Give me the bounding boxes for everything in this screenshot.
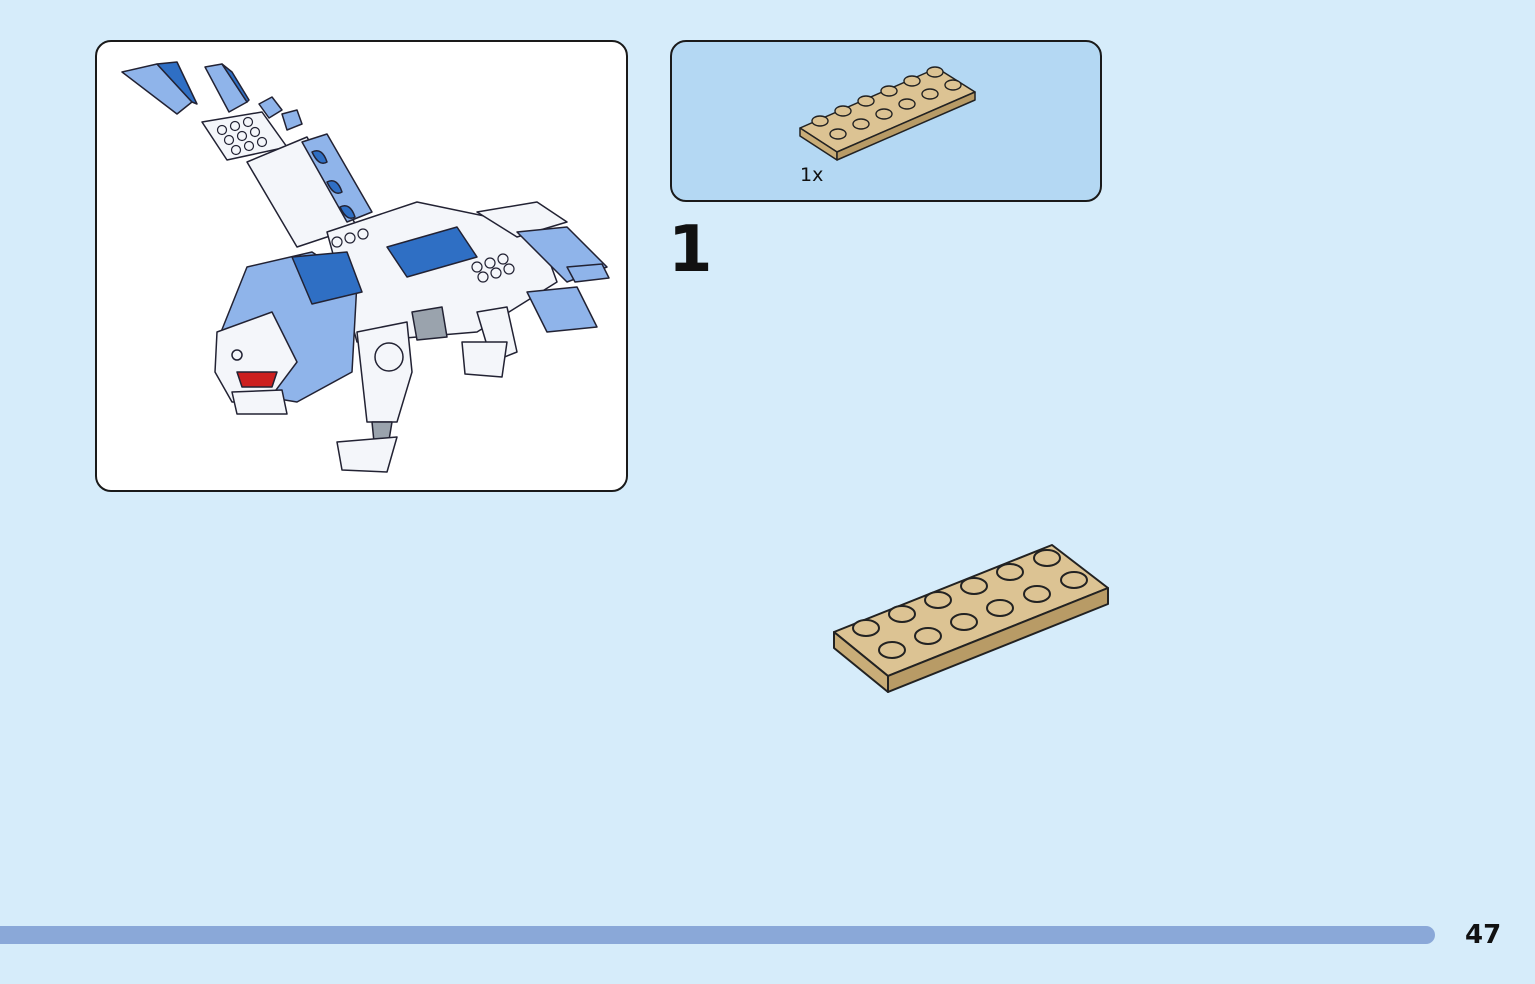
page-number: 47 <box>1465 920 1502 950</box>
step-number: 1 <box>668 213 713 287</box>
dragon-body <box>326 201 610 343</box>
page-footer-bar <box>0 926 1435 944</box>
dragon-wing <box>121 61 373 248</box>
tan-plate-2x6-large <box>833 544 1109 693</box>
parts-list-panel: 1x <box>670 40 1102 202</box>
dragon-head <box>214 251 363 415</box>
part-quantity: 1x <box>800 164 824 186</box>
model-preview-panel <box>95 40 628 492</box>
wing-studs <box>216 116 268 156</box>
dragon-legs <box>336 306 518 473</box>
tan-plate-2x6-small <box>799 66 976 161</box>
dragon-model-illustration <box>121 61 610 473</box>
